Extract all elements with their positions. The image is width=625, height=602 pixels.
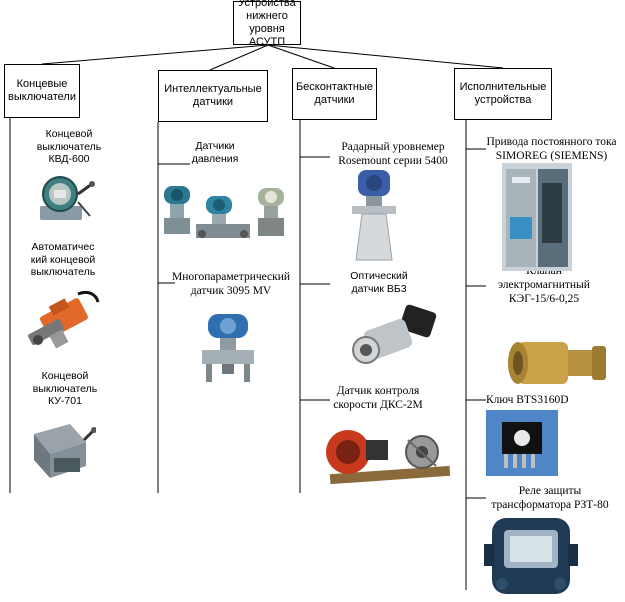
label-bts3160d: Ключ BTS3160D (486, 394, 569, 406)
label-speed-sensor: Датчик контроля скорости ДКС-2М (333, 385, 423, 411)
label-transformer-relay: Реле защиты трансформатора РЗТ-80 (491, 485, 609, 511)
label-ku701: Концевой выключатель КУ-701 (32, 370, 98, 407)
radar-level-meter-image (352, 170, 396, 261)
automatic-limit-switch-image (27, 290, 100, 349)
label-kvd600: Концевой выключатель КВД-600 (36, 128, 102, 165)
optical-sensor-image (352, 304, 437, 364)
solenoid-valve-image (508, 342, 606, 384)
connector-root-col4 (267, 44, 504, 69)
column-box-actuators: Исполнительные устройства (454, 68, 552, 120)
label-dc-drive: Привода постоянного тока SIMOREG (SIEMEN… (486, 136, 617, 162)
multiparameter-sensor-image (202, 314, 254, 382)
column-box-contactless-sensors: Бесконтактные датчики (292, 68, 377, 120)
connector-root-col1 (41, 44, 269, 65)
dc-drive-cabinet-image (502, 163, 572, 271)
pressure-sensors-image (164, 186, 284, 238)
transformer-relay-image (484, 518, 578, 594)
label-automatic-limit-switch: Автоматичес кий концевой выключатель (30, 241, 96, 278)
connector-root-col3 (267, 44, 335, 69)
label-optical-sensor: Оптический датчик ВБ3 (350, 270, 408, 295)
limit-switch-kvd600-image (40, 176, 95, 220)
speed-sensor-image (326, 430, 451, 485)
chip-key-image (486, 410, 558, 476)
connector-root-col2 (209, 44, 269, 71)
label-multiparameter-sensor: Многопараметрический датчик 3095 MV (171, 271, 291, 297)
column-box-limit-switches: Концевые выключатели (4, 64, 80, 118)
column-box-smart-sensors: Интеллектуальные датчики (158, 70, 268, 122)
label-radar-level-meter: Радарный уровнемер Rosemount серии 5400 (338, 141, 448, 167)
root-box: Устройства нижнего уровня АСУТП (233, 0, 301, 48)
limit-switch-ku701-image (34, 424, 96, 478)
label-pressure-sensors: Датчики давления (191, 140, 239, 165)
